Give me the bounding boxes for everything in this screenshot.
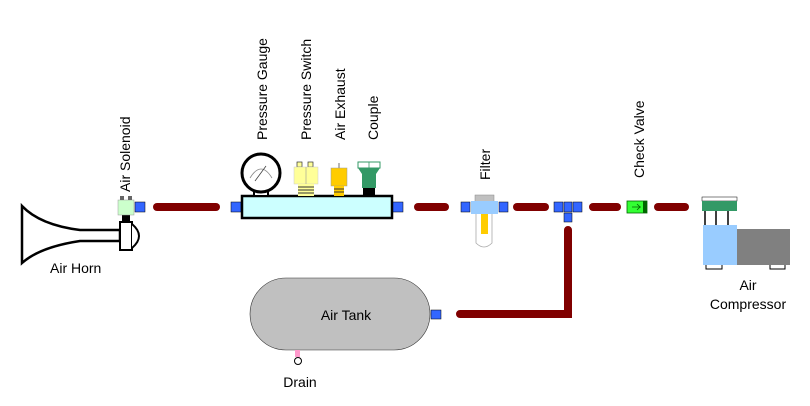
air-horn	[20, 202, 140, 266]
couple	[357, 161, 381, 196]
air-tank-label: Air Tank	[321, 307, 372, 323]
pressure-switch-label: Pressure Switch	[298, 39, 314, 140]
air-compressor-label-line1: Air	[739, 277, 756, 293]
manifold	[230, 194, 404, 220]
tee-fitting	[553, 201, 583, 223]
air-tank	[249, 277, 442, 351]
filter-label: Filter	[477, 149, 493, 180]
check-valve-label: Check Valve	[631, 100, 647, 178]
pipe-segment-tank	[456, 226, 572, 318]
air-compressor-label-line2: Compressor	[710, 296, 787, 312]
check-valve	[626, 200, 648, 214]
pipes	[153, 203, 689, 318]
pressure-gauge	[240, 152, 282, 197]
air-horn-label: Air Horn	[50, 260, 101, 276]
air-compressor	[701, 196, 790, 270]
drain-valve[interactable]	[294, 350, 302, 365]
air-exhaust-label: Air Exhaust	[332, 68, 348, 140]
air-solenoid-label: Air Solenoid	[117, 117, 133, 193]
couple-label: Couple	[365, 95, 381, 140]
pressure-switch	[293, 161, 319, 196]
air-solenoid	[117, 196, 146, 216]
pressure-gauge-label: Pressure Gauge	[254, 38, 270, 140]
filter	[460, 194, 509, 248]
air-exhaust	[330, 163, 348, 196]
drain-label: Drain	[283, 374, 316, 390]
